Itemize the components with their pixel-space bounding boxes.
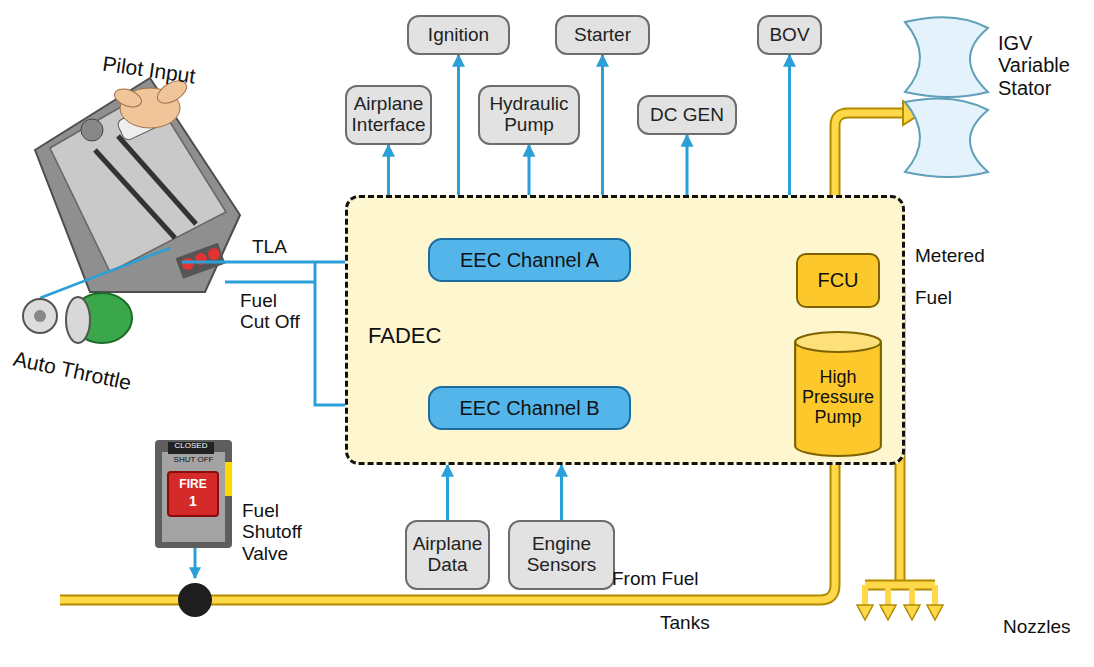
text-label: CLOSED	[168, 442, 214, 451]
pump-cylinder: High Pressure Pump	[793, 330, 883, 458]
system-box: Ignition	[407, 15, 510, 55]
eec-channel: EEC Channel A	[428, 238, 631, 282]
fuel-pipe	[60, 101, 943, 620]
label-text: TLA	[252, 236, 287, 257]
label-text: Metered	[915, 245, 985, 266]
fuel-control-unit: FCU	[796, 253, 880, 308]
signal-line	[457, 55, 460, 195]
node-label: Ignition	[428, 25, 489, 46]
label-text: Fuel Cut Off	[240, 290, 300, 332]
text-label: Fuel Shutoff Valve	[242, 500, 324, 564]
label-text: SHUT OFF	[174, 455, 214, 464]
node-label: Airplane Interface	[352, 94, 426, 136]
group-title: FADEC	[368, 323, 441, 349]
node-label: EEC Channel A	[460, 249, 599, 272]
signal-line	[560, 465, 563, 520]
label-text: Auto Throttle	[11, 347, 133, 394]
label-text: IGV Variable Stator	[998, 32, 1070, 99]
text-label: FIRE	[168, 478, 218, 491]
text-label: From Fuel	[612, 568, 732, 589]
text-label: Tanks	[660, 612, 740, 633]
text-label: Nozzles	[1003, 616, 1088, 637]
system-box: Hydraulic Pump	[478, 85, 580, 145]
label-text: From Fuel	[612, 568, 699, 589]
shutoff-valve	[178, 583, 212, 617]
label-text: FIRE	[179, 477, 206, 491]
text-label: Fuel	[915, 287, 975, 308]
signal-line	[686, 135, 689, 195]
text-label: Metered	[915, 245, 1005, 266]
system-box: DC GEN	[637, 95, 737, 135]
text-label: IGV Variable Stator	[998, 32, 1080, 99]
input-box: Airplane Data	[405, 520, 490, 590]
label-text: Nozzles	[1003, 616, 1071, 637]
fadec-boundary: FADEC EEC Channel A EEC Channel B FCU High P…	[345, 195, 905, 465]
system-box: BOV	[757, 15, 822, 55]
auto-throttle	[23, 248, 170, 343]
node-label: Engine Sensors	[515, 534, 608, 576]
node-label: EEC Channel B	[459, 397, 599, 420]
eec-channel: EEC Channel B	[428, 386, 631, 430]
label-text: Fuel	[915, 287, 952, 308]
fire-panel	[155, 440, 232, 578]
text-label: 1	[168, 494, 218, 510]
signal-line	[788, 55, 791, 195]
label-text: 1	[189, 493, 197, 509]
node-label: Airplane Data	[412, 534, 483, 576]
text-label: Auto Throttle	[11, 347, 163, 401]
node-label: Starter	[574, 25, 631, 46]
text-label: TLA	[252, 236, 302, 257]
signal-line	[601, 55, 604, 195]
system-box: Airplane Interface	[345, 85, 433, 145]
label-text: CLOSED	[175, 441, 208, 450]
node-label: Hydraulic Pump	[485, 94, 573, 136]
node-label: High Pressure Pump	[797, 368, 879, 427]
igv-stator	[905, 17, 988, 177]
text-label: Fuel Cut Off	[240, 290, 310, 333]
text-label: SHUT OFF	[162, 456, 225, 465]
signal-line	[446, 465, 449, 520]
label-text: Tanks	[660, 612, 710, 633]
system-box: Starter	[555, 15, 650, 55]
node-label: DC GEN	[650, 105, 724, 126]
node-label: FCU	[817, 269, 858, 292]
signal-line	[528, 145, 531, 195]
label-text: Fuel Shutoff Valve	[242, 500, 302, 564]
input-box: Engine Sensors	[508, 520, 615, 590]
signal-line	[387, 145, 390, 195]
node-label: BOV	[769, 25, 809, 46]
